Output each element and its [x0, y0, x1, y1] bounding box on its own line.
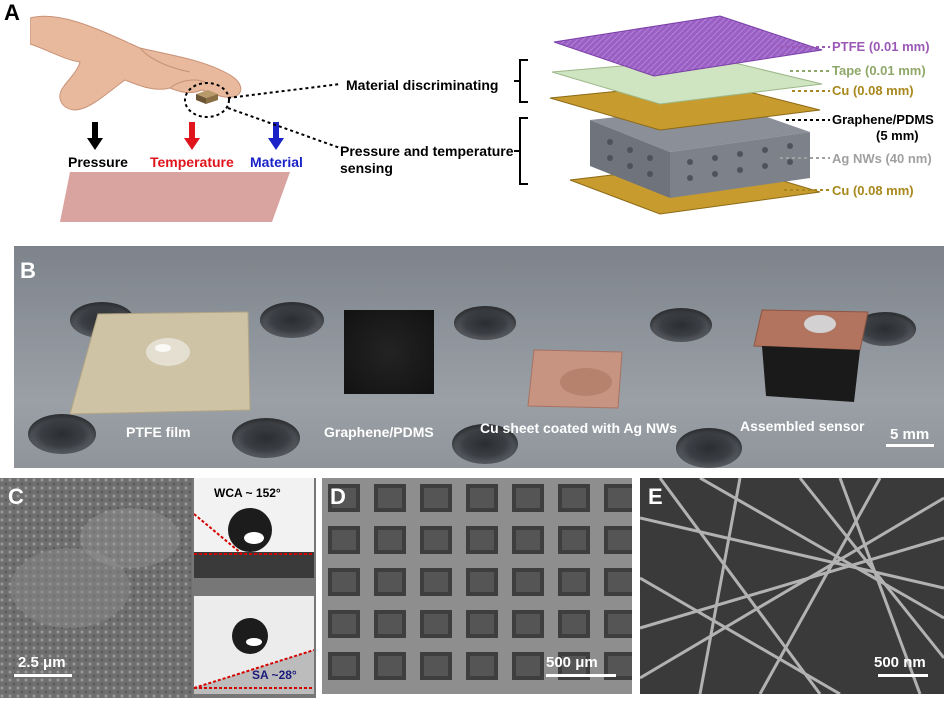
- cu-sheet-label: Cu sheet coated with Ag NWs: [480, 420, 678, 436]
- target-surface: [60, 172, 290, 222]
- layer-tape-label: Tape (0.01 mm): [832, 63, 926, 78]
- panel-c-sem: C 2.5 μm WCA ~ 152° SA ~28°: [0, 478, 316, 698]
- brackets: [514, 59, 528, 185]
- sa-inset: SA ~28°: [194, 596, 314, 694]
- plate-hole: [454, 306, 516, 340]
- layer-ptfe-label: PTFE (0.01 mm): [832, 39, 930, 54]
- layer-graphene-label-line2: (5 mm): [876, 128, 919, 143]
- mini-sensor-icon: [196, 90, 218, 104]
- cu-sheet-sample: [527, 349, 623, 409]
- layer-cu-bottom-label: Cu (0.08 mm): [832, 183, 914, 198]
- focus-circle: [184, 82, 230, 118]
- material-label: Material: [250, 154, 303, 170]
- plate-hole: [28, 414, 96, 454]
- hand-illustration: [30, 15, 242, 111]
- panel-label-b: B: [20, 258, 36, 283]
- plate-hole: [260, 302, 324, 338]
- layer-leader-lines: [780, 46, 830, 191]
- sem-image-c: [0, 478, 192, 698]
- temperature-arrow-icon: [184, 122, 200, 150]
- graphene-pdms-label: Graphene/PDMS: [324, 424, 434, 440]
- panel-a: A Pressure Temperature Material Material…: [0, 0, 944, 240]
- panel-label-c: C: [8, 484, 24, 509]
- scale-bar-b: [886, 444, 934, 447]
- scale-label-e: 500 nm: [874, 654, 926, 671]
- pressure-arrow-icon: [87, 122, 103, 150]
- pressure-label: Pressure: [68, 154, 128, 170]
- sa-label: SA ~28°: [252, 668, 297, 682]
- panel-label-d: D: [330, 484, 346, 509]
- plate-hole: [232, 418, 300, 458]
- scale-label-c: 2.5 μm: [18, 654, 66, 671]
- pressure-temperature-label-line1: Pressure and temperature: [340, 143, 514, 159]
- material-arrow-icon: [268, 122, 284, 150]
- scale-label-d: 500 μm: [546, 654, 598, 671]
- scale-bar-c: [14, 674, 72, 677]
- layer-cu-top-label: Cu (0.08 mm): [832, 83, 914, 98]
- scale-bar-e: [878, 674, 928, 677]
- sem-image-d: [322, 478, 632, 694]
- assembled-sensor-label: Assembled sensor: [740, 418, 865, 434]
- panel-label-a: A: [4, 0, 20, 25]
- pressure-temperature-label-line2: sensing: [340, 160, 393, 176]
- scale-label-b: 5 mm: [890, 426, 930, 443]
- assembled-sensor-sample: [753, 309, 869, 402]
- graphene-pdms-sample: [344, 310, 434, 394]
- plate-hole: [650, 308, 712, 342]
- panel-label-e: E: [648, 484, 663, 509]
- sensor-stack-diagram: [549, 15, 823, 215]
- sem-image-e: [640, 478, 944, 694]
- plate-hole: [452, 424, 518, 464]
- panel-b-photo: B PTFE film Graphene/PDMS Cu sheet coate…: [14, 246, 944, 468]
- callout-lines: [227, 83, 341, 149]
- wca-inset: WCA ~ 152°: [194, 478, 314, 578]
- material-discriminating-label: Material discriminating: [346, 77, 499, 93]
- layer-ag-label: Ag NWs (40 nm): [832, 151, 932, 166]
- water-droplet-icon: [194, 508, 314, 578]
- layer-graphene-label-line1: Graphene/PDMS: [832, 112, 934, 127]
- temperature-label: Temperature: [150, 154, 234, 170]
- wca-label: WCA ~ 152°: [214, 486, 281, 500]
- scale-bar-d: [546, 674, 616, 677]
- ptfe-film-sample: [69, 311, 251, 415]
- ptfe-film-label: PTFE film: [126, 424, 191, 440]
- plate-hole: [676, 428, 742, 468]
- panel-e-sem: E 500 nm: [640, 478, 944, 694]
- panel-d-sem: D 500 μm: [322, 478, 632, 694]
- sliding-droplet-icon: [194, 618, 314, 694]
